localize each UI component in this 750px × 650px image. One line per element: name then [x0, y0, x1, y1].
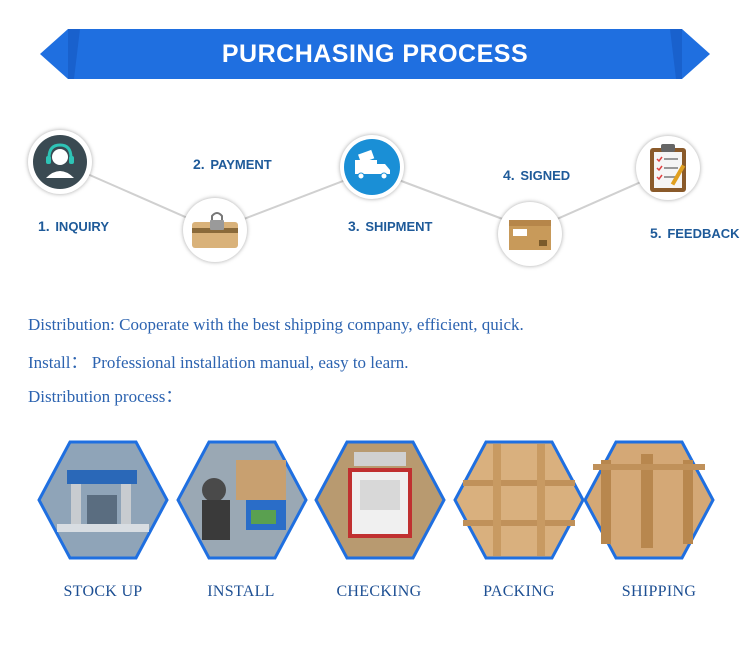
process-stock-up-image — [37, 440, 169, 560]
bank-card-icon — [192, 212, 238, 248]
step-payment-label: 2. PAYMENT — [193, 156, 272, 172]
distribution-process: STOCK UP INSTALL CHECKING PACKING — [0, 440, 750, 650]
process-install-label: INSTALL — [207, 583, 275, 600]
distribution-text: Distribution: Cooperate with the best sh… — [28, 315, 524, 334]
page-title: PURCHASING PROCESS — [221, 40, 529, 68]
step-shipment — [340, 135, 404, 199]
process-install-image — [176, 440, 308, 560]
delivery-truck-icon — [344, 139, 400, 195]
step-number: 5. — [650, 225, 662, 241]
step-number: 1. — [38, 218, 50, 234]
step-number: 2. — [193, 156, 205, 172]
process-packing-image — [453, 440, 585, 560]
header-banner: PURCHASING PROCESS — [40, 29, 710, 79]
wooden-shipping-crate-image — [583, 440, 715, 560]
process-stock-up-label: STOCK UP — [63, 583, 143, 600]
step-number: 3. — [348, 218, 360, 234]
process-checking-image — [314, 440, 446, 560]
wooden-crate-closeup-image — [453, 440, 585, 560]
install-text: Install： Professional installation manua… — [28, 353, 409, 372]
cardboard-box-icon — [509, 220, 551, 250]
step-name: INQUIRY — [55, 219, 110, 234]
banner-ribbon-shape — [40, 29, 710, 79]
step-shipment-label: 3. SHIPMENT — [348, 218, 432, 234]
process-packing-label: PACKING — [483, 583, 555, 600]
step-name: PAYMENT — [210, 157, 272, 172]
step-name: FEEDBACK — [667, 226, 740, 241]
customer-service-headset-icon — [33, 135, 87, 189]
step-feedback-label: 5. FEEDBACK — [650, 225, 740, 241]
step-signed — [498, 202, 562, 266]
purchasing-steps: 1. INQUIRY 2. PAYMENT 3. SHIPMENT — [0, 120, 750, 280]
process-shipping-label: SHIPPING — [621, 583, 697, 600]
step-name: SHIPMENT — [365, 219, 433, 234]
process-checking-label: CHECKING — [336, 583, 422, 600]
step-inquiry-label: 1. INQUIRY — [38, 218, 109, 234]
clipboard-checklist-icon — [650, 144, 686, 192]
machines-in-warehouse-image — [37, 440, 169, 560]
worker-assembling-parts-image — [176, 440, 308, 560]
step-signed-label: 4. SIGNED — [503, 167, 570, 183]
machine-in-red-frame-image — [314, 440, 446, 560]
step-feedback — [636, 136, 700, 200]
step-payment — [183, 198, 247, 262]
step-inquiry — [28, 130, 92, 194]
distribution-process-heading: Distribution process： — [28, 387, 183, 406]
step-number: 4. — [503, 167, 515, 183]
process-shipping-image — [583, 440, 715, 560]
step-name: SIGNED — [520, 168, 571, 183]
